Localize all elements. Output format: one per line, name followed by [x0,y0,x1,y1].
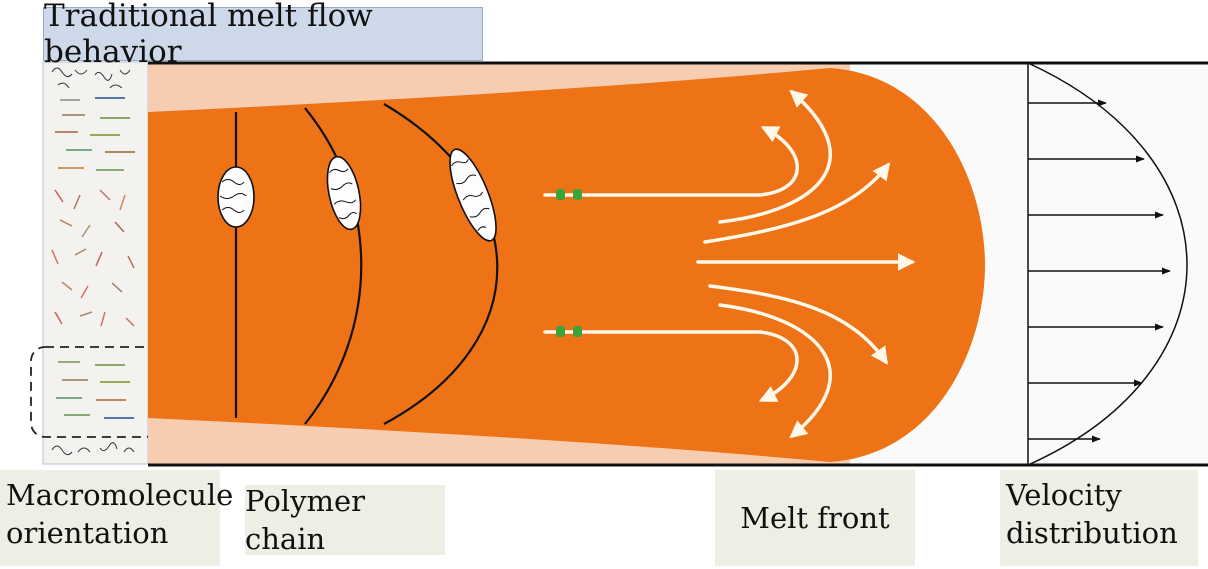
diverging-arrow-lower [708,284,888,365]
turn-arrow-lower-inner [758,330,799,402]
turn-arrow-upper-inner [758,126,799,197]
label-velocity-line-1: Velocity [1006,478,1122,512]
velocity-vectors [1028,99,1171,443]
random-chains-top [51,67,131,89]
turn-arrow-upper-outer [718,89,832,224]
parabolic-profile [1027,62,1188,466]
chain-blob-round [217,166,255,228]
aligned-chains-bottom [56,361,134,419]
label-velocity-line-2: distribution [1006,516,1178,550]
tracer-markers [556,189,582,337]
diagram-title: Traditional melt flow behavior [43,0,483,70]
label-macromolecule-line-1: Macromolecule [6,478,234,512]
random-chains-middle [51,189,135,327]
label-macromolecule-orientation: Macromolecule orientation [0,470,234,566]
random-chains-bottom [51,442,135,456]
turn-arrow-lower-outer [718,303,832,439]
label-macromolecule-line-2: orientation [6,516,169,550]
label-polymer-chain: Polymer chain [245,484,445,556]
melt-core [148,68,985,462]
polymer-chain-profiles [234,103,499,425]
label-velocity-distribution: Velocity distribution [1000,470,1198,566]
chain-blob-stretched [326,155,362,231]
deformed-chain-blobs [217,148,497,242]
velocity-profile [1027,62,1188,466]
aligned-chains [55,97,135,171]
chain-blob-elongated [449,148,497,242]
chain-line-arc [383,103,499,425]
chain-line-curved [304,107,363,425]
diverging-arrow-upper [703,162,891,244]
label-melt-front: Melt front [715,470,915,566]
